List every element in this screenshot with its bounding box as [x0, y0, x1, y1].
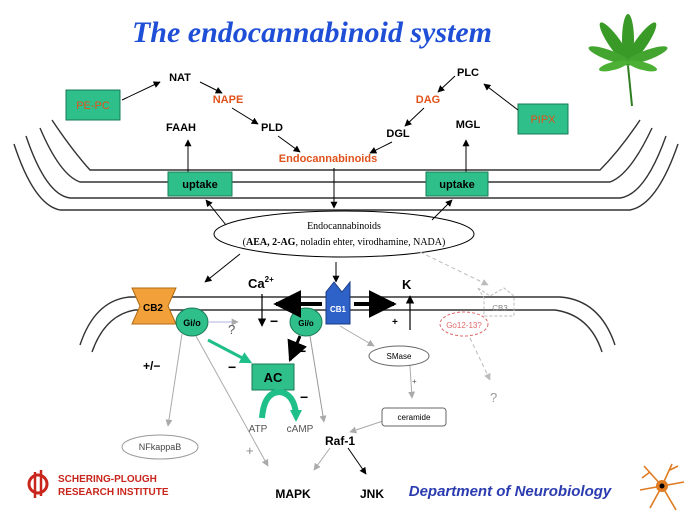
smase-label: SMase: [387, 352, 412, 361]
plus-smase-sign: +: [412, 377, 417, 386]
gio-left-label: Gi/o: [183, 318, 201, 328]
uptake-right-box: uptake: [425, 171, 489, 197]
nape-label: NAPE: [213, 94, 244, 106]
g12-13: Go12-13?: [439, 311, 489, 337]
endocannabinoids-ellipse: Endocannabinoids (AEA, 2-AG, noladin eht…: [213, 210, 475, 258]
cb1-label: CB1: [330, 305, 347, 314]
camp-label: cAMP: [287, 424, 314, 435]
uptake-left-box: uptake: [167, 171, 233, 197]
nfkb-node: NFkappaB: [121, 434, 199, 460]
atp-camp-curve: [259, 388, 299, 419]
gio-ac-black-arrow: [287, 335, 307, 362]
cb3-receptor: CB3: [477, 287, 515, 317]
gio-left: Gi/o: [175, 307, 209, 337]
question-mark-2: ?: [490, 390, 497, 405]
uptake-left-label: uptake: [182, 179, 217, 191]
ceramide-label: ceramide: [398, 413, 431, 422]
gio-right: Gi/o: [289, 307, 323, 337]
cb3-dashed-arrow: [419, 251, 489, 286]
g12-dashed-arrow: [469, 337, 491, 381]
plus-minus-sign: +/−: [143, 359, 160, 373]
company-line1: SCHERING-PLOUGH: [58, 474, 157, 485]
raf1-label: Raf-1: [325, 434, 355, 448]
pld-label: PLD: [261, 122, 283, 134]
cb2-receptor: CB2: [131, 287, 177, 325]
minus-ac-sign: −: [228, 359, 236, 375]
question-mark-1: ?: [228, 322, 235, 337]
pe-pc-label: PE-PC: [76, 100, 110, 112]
ellipse-bold-part: AEA, 2-AG: [246, 237, 296, 248]
faah-label: FAAH: [166, 122, 196, 134]
plus-mapk-sign: +: [246, 443, 254, 458]
endocannabinoids-label: Endocannabinoids: [279, 153, 377, 165]
mapk-label: MAPK: [275, 487, 311, 501]
potassium-label: K: [402, 277, 412, 292]
mgl-label: MGL: [456, 119, 481, 131]
ellipse-arrows: [204, 199, 453, 283]
smase-node: SMase: [368, 345, 430, 367]
synthesis-arrows: [121, 75, 519, 209]
calcium-charge: 2+: [265, 275, 274, 284]
g12-13-label: Go12-13?: [446, 321, 482, 330]
ceramide-node: ceramide: [381, 407, 447, 427]
ac-label: AC: [264, 370, 283, 385]
nat-label: NAT: [169, 72, 191, 84]
calcium-label: Ca2+: [248, 275, 274, 291]
raf-jnk-arrow: [347, 447, 367, 475]
calcium-symbol: Ca: [248, 276, 265, 291]
atp-camp-arrowhead: [290, 410, 302, 422]
cannabis-leaf-icon: [588, 14, 668, 107]
nfkb-label: NFkappaB: [139, 442, 182, 452]
cb1-receptor: CB1: [325, 280, 351, 325]
pipx-label: PIPX: [530, 114, 556, 126]
dag-label: DAG: [416, 94, 440, 106]
dgl-label: DGL: [386, 128, 410, 140]
jnk-label: JNK: [360, 487, 384, 501]
minus-gio-sign: −: [298, 343, 306, 359]
minus-raf-sign: −: [300, 389, 308, 405]
top-membrane: [13, 119, 679, 211]
ellipse-line2: (AEA, 2-AG, noladin ehter, virodhamine, …: [243, 237, 446, 248]
ellipse-line1: Endocannabinoids: [307, 221, 381, 232]
ac-box: AC: [251, 363, 295, 391]
plc-label: PLC: [457, 67, 479, 79]
department-label: Department of Neurobiology: [409, 483, 612, 500]
pipx-box: PIPX: [517, 103, 569, 135]
gio-right-label: Gi/o: [298, 319, 314, 328]
gray-arrows: [165, 318, 416, 471]
ion-arrows: [257, 290, 415, 330]
neuron-icon: [639, 463, 685, 511]
cb2-label: CB2: [143, 303, 163, 314]
ellipse-rest: , noladin ehter, virodhamine, NADA): [295, 237, 445, 248]
uptake-right-label: uptake: [439, 179, 474, 191]
cb3-label: CB3: [492, 304, 508, 313]
pe-pc-box: PE-PC: [65, 89, 121, 121]
atp-label: ATP: [249, 424, 268, 435]
plus-k-sign: +: [392, 317, 398, 328]
company-line2: RESEARCH INSTITUTE: [58, 487, 169, 498]
gio-ac-green-arrow: [207, 338, 253, 364]
minus-ca-sign: −: [270, 313, 278, 329]
page-title: The endocannabinoid system: [132, 16, 492, 49]
schering-plough-logo-icon: [27, 470, 49, 498]
